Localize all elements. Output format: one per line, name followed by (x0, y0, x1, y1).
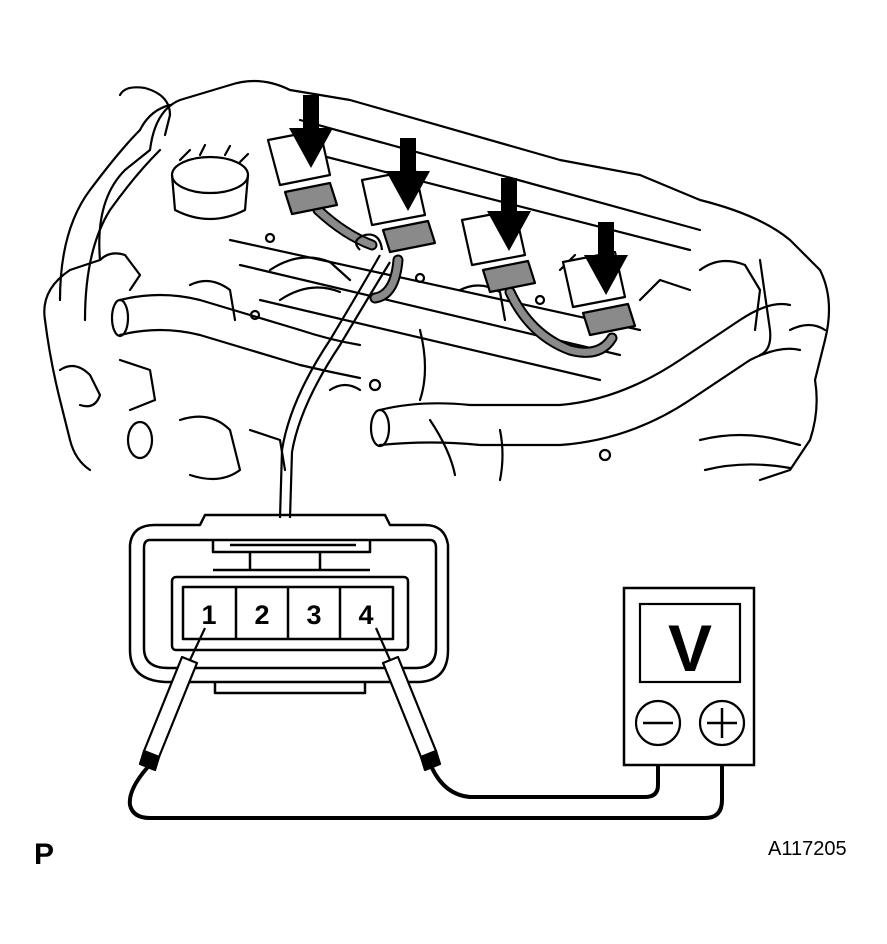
figure-id: A117205 (768, 838, 847, 860)
voltmeter: V (622, 586, 756, 767)
lead-positive (127, 763, 724, 820)
connector-enlarged (128, 513, 450, 695)
figure-code-letter: P (34, 838, 55, 871)
injector-connector-2 (381, 219, 437, 254)
test-probes (138, 627, 442, 772)
down-arrow-icon (584, 222, 628, 295)
harness-wire (278, 233, 391, 519)
minus-icon (634, 699, 682, 747)
injector-connector-1 (283, 181, 339, 216)
pin-label: 4 (358, 600, 373, 630)
pin-label: 1 (201, 600, 216, 630)
down-arrow-icon (386, 138, 430, 211)
down-arrow-icon (289, 95, 333, 168)
plus-icon (698, 699, 746, 747)
voltmeter-display (638, 602, 742, 684)
test-leads (127, 763, 724, 820)
pin-label: 3 (306, 600, 321, 630)
probe-right (374, 627, 442, 772)
down-arrow-icon (487, 178, 531, 251)
voltmeter-unit: V (668, 611, 712, 685)
indicator-arrows (289, 95, 628, 295)
injector-connector-3 (481, 259, 537, 294)
probe-left (138, 627, 206, 772)
engine-illustration (43, 79, 831, 482)
lead-negative (430, 763, 660, 799)
pin-label: 2 (254, 600, 269, 630)
connector-pin-labels: 1 2 3 4 (201, 600, 373, 630)
injector-connector-4 (581, 302, 637, 337)
